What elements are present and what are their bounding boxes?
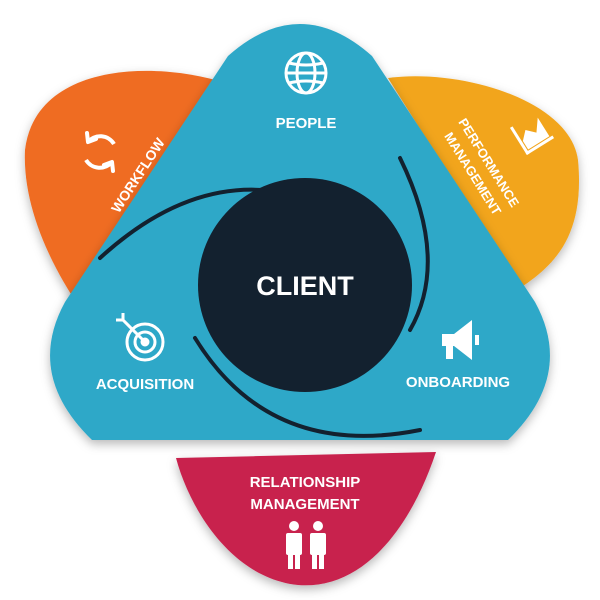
onboarding-segment[interactable]: ONBOARDING: [406, 320, 510, 391]
target-icon: [116, 313, 165, 362]
acquisition-segment[interactable]: ACQUISITION: [96, 313, 194, 393]
chart-icon: [509, 117, 555, 156]
relationship-segment[interactable]: RELATIONSHIP MANAGEMENT: [250, 474, 361, 569]
acquisition-label: ACQUISITION: [96, 376, 194, 393]
relationship-label-line2: MANAGEMENT: [250, 496, 359, 513]
performance-petal[interactable]: [388, 76, 580, 288]
globe-icon: [284, 51, 328, 95]
swirl-arc-left: [98, 187, 264, 260]
people-icon: [286, 521, 326, 569]
swirl-arc-bottom: [193, 336, 422, 438]
relationship-label-line1: RELATIONSHIP: [250, 474, 361, 491]
client-label: CLIENT: [256, 271, 354, 301]
people-label: PEOPLE: [276, 115, 337, 132]
megaphone-icon: [442, 320, 479, 360]
relationship-petal[interactable]: [176, 452, 436, 586]
client-circle[interactable]: [198, 178, 412, 392]
swirl-arc-right: [398, 156, 430, 332]
workflow-petal[interactable]: [24, 70, 222, 336]
cycle-arrows-icon: [84, 131, 116, 173]
people-segment[interactable]: PEOPLE: [276, 51, 337, 132]
onboarding-label: ONBOARDING: [406, 374, 510, 391]
